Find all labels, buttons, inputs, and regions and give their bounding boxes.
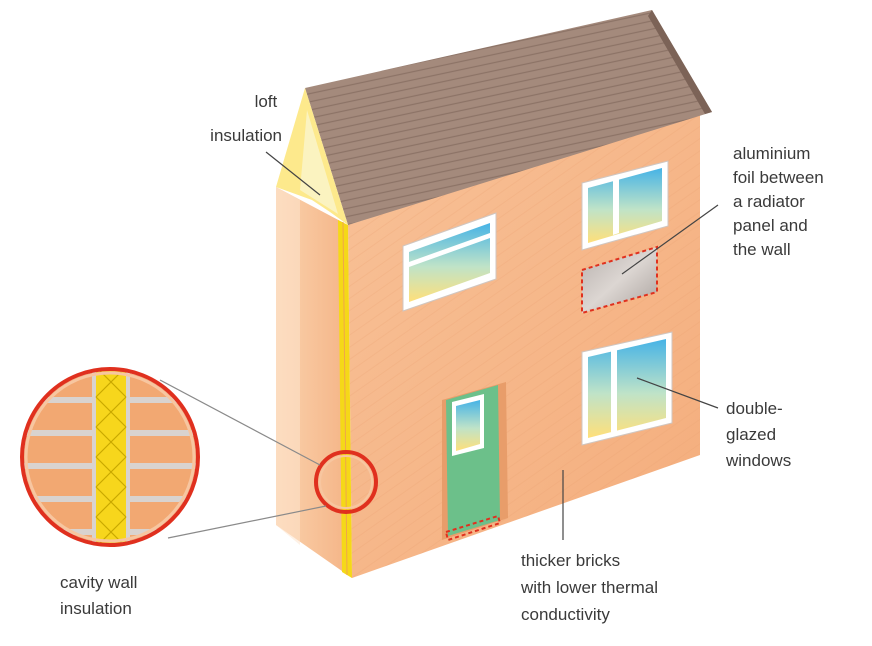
brick (24, 436, 92, 463)
roof (305, 10, 712, 225)
insulation-hatch-line (95, 486, 127, 518)
insulation-hatch-line (95, 396, 127, 428)
pointer-foil (621, 204, 719, 275)
label-thicker-bricks: thicker bricks with lower thermal conduc… (520, 551, 663, 624)
upper-right-window (581, 160, 669, 251)
zoom-connector-bottom (167, 505, 327, 539)
roof-edge (648, 10, 712, 114)
label-loft-insulation: loft insulation (210, 92, 282, 145)
door-draught-strip (444, 514, 502, 542)
front-door (442, 382, 508, 542)
brick (130, 436, 196, 463)
zoom-connector-top (159, 379, 321, 466)
insulation-hatch-line (95, 426, 127, 458)
cavity-strip-edge (342, 221, 348, 576)
cavity-wall-zoom (20, 367, 200, 547)
cavity-highlight-circle (314, 450, 378, 514)
label-cavity-wall-insulation: cavity wall insulation (60, 573, 142, 618)
side-wall-fade (276, 187, 300, 545)
insulation-hatch-line (95, 456, 127, 488)
brick (24, 469, 92, 496)
label-double-glazed-windows: double- glazed windows (725, 399, 791, 470)
insulation-hatch-line (95, 371, 127, 398)
lower-right-window (581, 331, 673, 446)
label-aluminium-foil: aluminium foil between a radiator panel … (733, 144, 828, 259)
loft-insulation-inner (300, 110, 338, 214)
pointer-loft (265, 151, 321, 196)
pointer-windows (636, 377, 719, 409)
radiator-foil-panel (581, 245, 658, 315)
upper-left-window (402, 212, 497, 312)
